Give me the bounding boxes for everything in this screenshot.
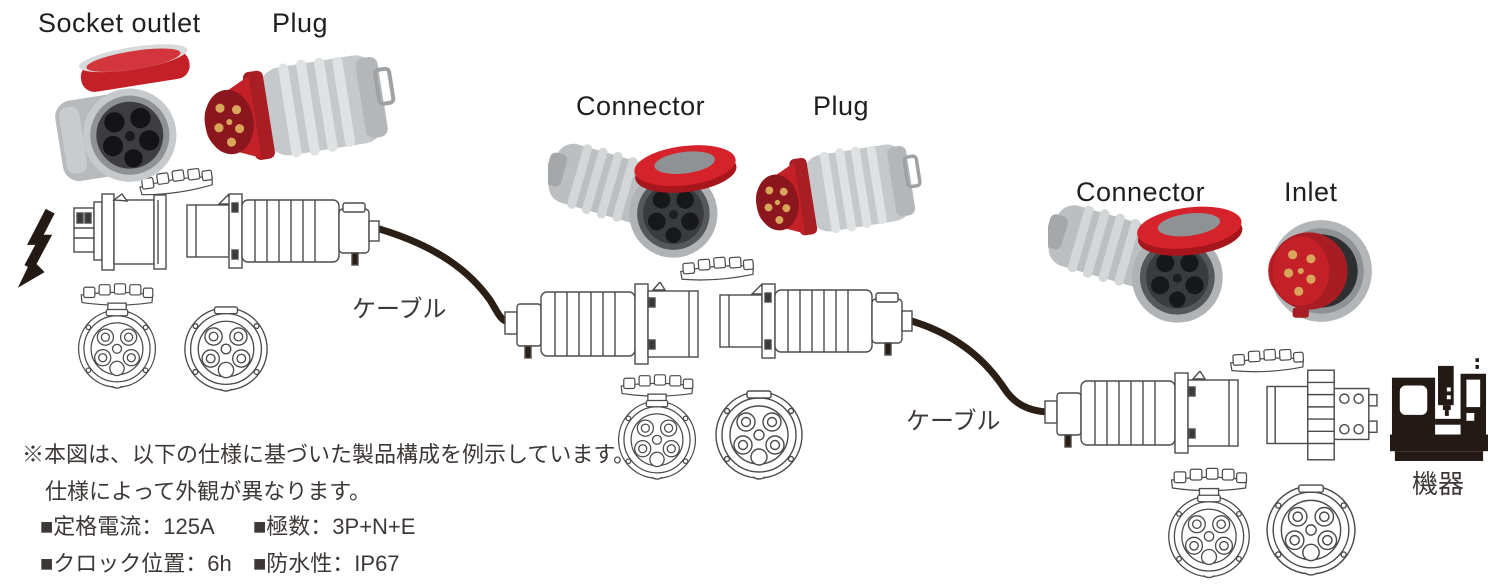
plug-side-drawing-1: [185, 191, 381, 271]
cable-2-line: [904, 316, 1052, 416]
front-view-3: [1264, 483, 1358, 577]
spec-clock-position: ■クロック位置：6h: [40, 551, 232, 576]
front-view-capped-3: [1165, 465, 1253, 581]
label-plug-mid: Plug: [813, 91, 870, 121]
note-line-2: 仕様によって外観が異なります。: [45, 479, 372, 504]
plug-side-drawing-2: [718, 281, 914, 361]
plug-photo-left: [200, 48, 398, 172]
connector-side-drawing-1: [503, 282, 703, 368]
lightning-icon: [16, 208, 64, 290]
spec-rated-current: ■定格電流：125A: [40, 514, 215, 539]
connector-photo-mid: [548, 128, 740, 260]
machine-icon: [1390, 358, 1488, 464]
spec-waterproof: ■防水性：IP67: [253, 551, 400, 576]
label-plug-left: Plug: [272, 8, 329, 38]
label-connector-right: Connector: [1076, 177, 1206, 207]
front-view-1: [182, 305, 270, 393]
inlet-photo: [1256, 210, 1374, 332]
label-cable-1: ケーブル: [352, 296, 447, 323]
connector-side-drawing-2: [1043, 371, 1243, 457]
inlet-side-drawing: [1265, 366, 1379, 464]
label-inlet: Inlet: [1284, 177, 1338, 207]
note-line-1: ※本図は、以下の仕様に基づいた製品構成を例示しています。: [22, 442, 636, 467]
spec-poles: ■極数：3P+N+E: [253, 514, 416, 539]
cable-1-line: [372, 224, 512, 326]
note-block: ※本図は、以下の仕様に基づいた製品構成を例示しています。 仕様によって外観が異な…: [22, 436, 635, 510]
label-socket-outlet: Socket outlet: [38, 8, 201, 38]
label-connector-mid: Connector: [576, 91, 706, 121]
plug-photo-mid: [752, 127, 924, 257]
front-view-2: [713, 389, 805, 481]
connector-photo-right: [1048, 190, 1246, 324]
socket-outlet-photo: [48, 40, 190, 185]
socket-outlet-side-drawing: [72, 192, 168, 276]
label-equipment: 機器: [1412, 469, 1465, 499]
front-view-capped-1: [75, 279, 159, 393]
label-cable-2: ケーブル: [906, 408, 1001, 435]
